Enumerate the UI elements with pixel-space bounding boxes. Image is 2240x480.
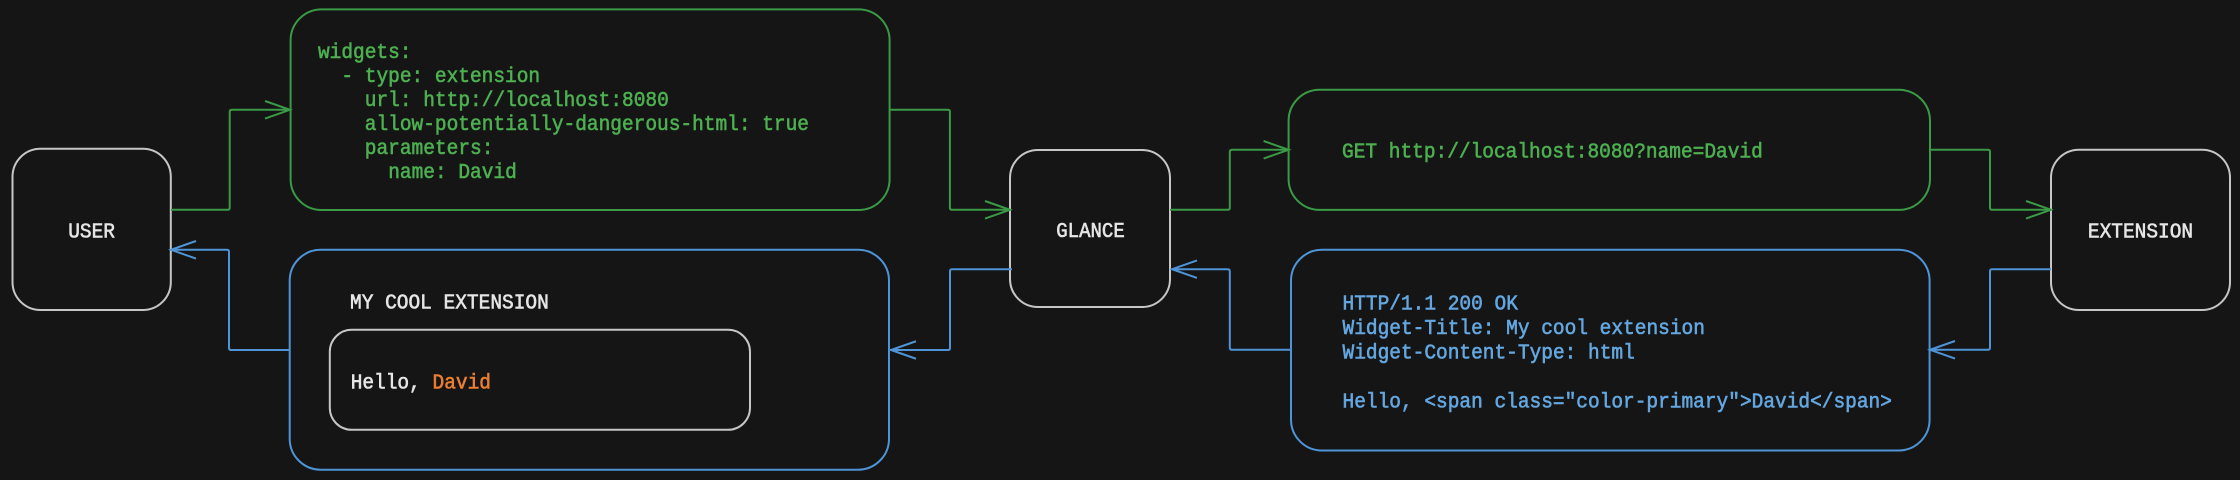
svg-text:EXTENSION: EXTENSION xyxy=(2088,222,2193,245)
svg-text:USER: USER xyxy=(68,222,115,245)
svg-text:Hello, <span class="color-prim: Hello, <span class="color-primary">David… xyxy=(1343,392,1892,415)
svg-text:name: David: name: David xyxy=(388,162,517,185)
svg-text:Hello,: Hello, xyxy=(351,373,433,396)
svg-text:GLANCE: GLANCE xyxy=(1056,221,1125,244)
svg-text:- type: extension: - type: extension xyxy=(341,66,540,89)
svg-text:Widget-Content-Type: html: Widget-Content-Type: html xyxy=(1343,343,1635,366)
svg-text:widgets:: widgets: xyxy=(318,42,412,65)
svg-text:parameters:: parameters: xyxy=(365,138,494,161)
svg-text:David: David xyxy=(433,373,492,396)
svg-text:MY COOL EXTENSION: MY COOL EXTENSION xyxy=(350,293,549,316)
svg-text:Widget-Title: My cool extensio: Widget-Title: My cool extension xyxy=(1343,318,1705,341)
svg-text:GET http://localhost:8080?name: GET http://localhost:8080?name=David xyxy=(1342,142,1763,165)
svg-text:allow-potentially-dangerous-ht: allow-potentially-dangerous-html: true xyxy=(365,114,809,137)
svg-text:HTTP/1.1 200 OK: HTTP/1.1 200 OK xyxy=(1343,294,1519,317)
svg-text:url: http://localhost:8080: url: http://localhost:8080 xyxy=(365,90,669,113)
